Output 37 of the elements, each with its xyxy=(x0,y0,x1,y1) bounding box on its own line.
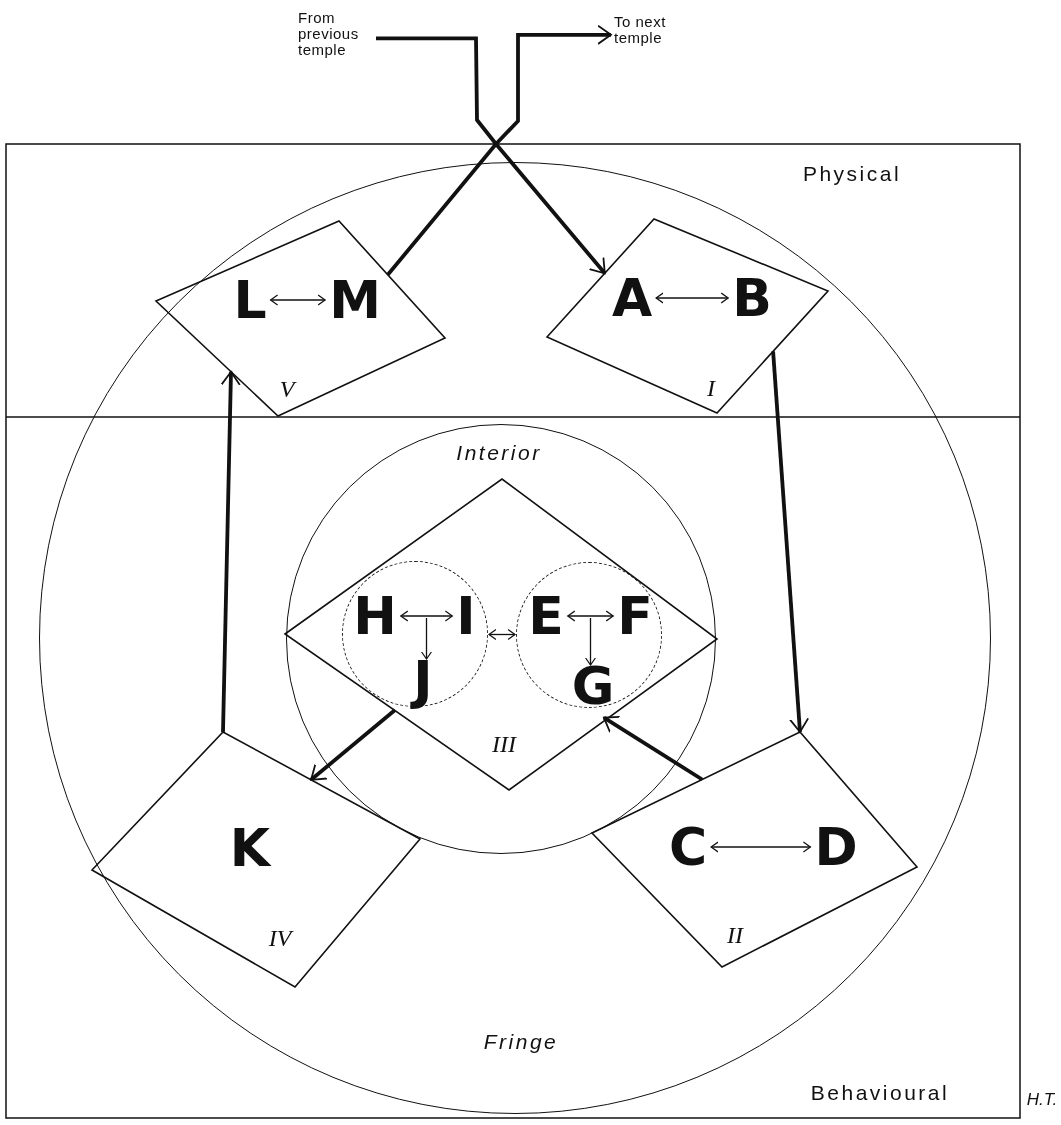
double-arrow xyxy=(655,292,729,304)
letter-label: G xyxy=(571,660,615,712)
flow-arrow xyxy=(602,715,704,782)
flow-arrow xyxy=(220,370,241,733)
letter-label: K xyxy=(229,822,271,874)
letter-label: B xyxy=(732,272,772,324)
letter-label: L xyxy=(233,274,267,326)
double-arrow xyxy=(567,610,614,622)
arrow xyxy=(585,617,596,666)
region-label: Interior xyxy=(456,441,542,463)
initials-text: H.T. xyxy=(1026,1090,1058,1110)
letter-label: E xyxy=(528,590,564,642)
roman-numeral: III xyxy=(492,732,516,756)
roman-numeral: I xyxy=(707,376,715,400)
letter-label: F xyxy=(617,590,653,642)
flow-arrow xyxy=(309,708,397,782)
roman-numeral: V xyxy=(279,377,295,401)
diamond-shape xyxy=(285,479,717,790)
note-text: From previous temple xyxy=(298,10,372,58)
letter-label: D xyxy=(814,821,858,873)
region-label: Fringe xyxy=(483,1030,559,1052)
note-text: To next temple xyxy=(614,14,676,46)
letter-label: I xyxy=(456,590,476,642)
letter-label: A xyxy=(611,272,653,324)
roman-numeral: II xyxy=(727,923,743,947)
region-label: Physical xyxy=(802,162,902,184)
double-arrow xyxy=(710,841,812,853)
region-label: Behavioural xyxy=(810,1081,950,1103)
double-arrow xyxy=(269,294,326,306)
double-arrow xyxy=(488,629,516,640)
letter-label: H xyxy=(353,590,397,642)
flow-arrow xyxy=(771,351,810,733)
letter-label: M xyxy=(329,274,381,326)
roman-numeral: IV xyxy=(268,926,292,950)
double-arrow xyxy=(400,610,453,622)
arrow xyxy=(421,617,432,660)
letter-label: C xyxy=(668,821,708,873)
